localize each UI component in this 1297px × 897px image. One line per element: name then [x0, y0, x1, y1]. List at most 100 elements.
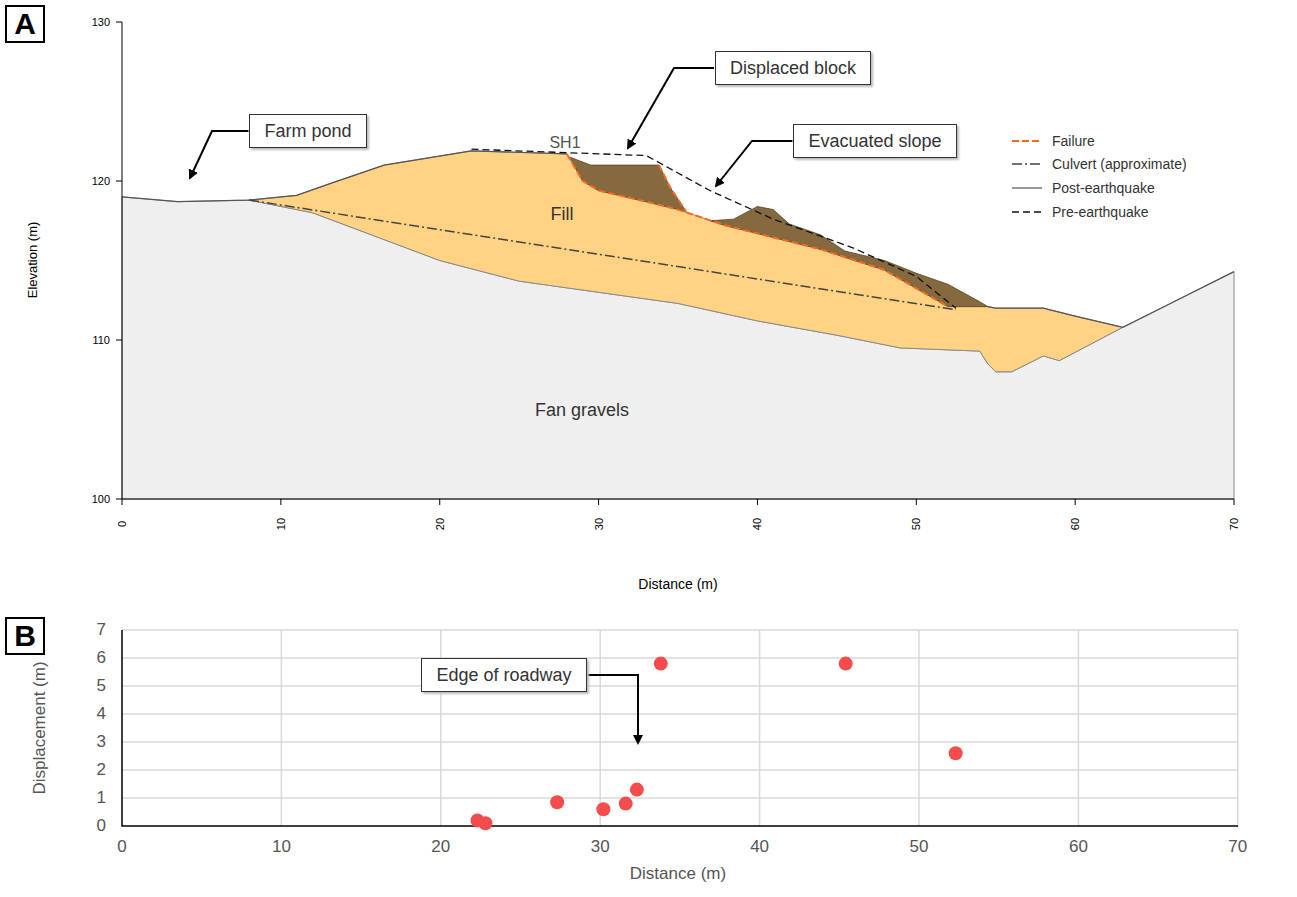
callout-text: Edge of roadway	[436, 665, 571, 686]
tick-label: 40	[750, 837, 769, 857]
legend-sample	[1012, 163, 1042, 165]
tick-label: 7	[97, 620, 106, 640]
callout-text: Displaced block	[730, 58, 856, 79]
callout-box: Evacuated slope	[793, 124, 956, 159]
legend-text: Pre-earthquake	[1052, 204, 1149, 220]
grid-line	[1078, 630, 1080, 826]
displaced-block	[710, 206, 988, 306]
data-point	[654, 657, 668, 671]
grid-line	[122, 629, 1238, 631]
tick-mark	[280, 499, 281, 505]
pre-earthquake-line	[471, 149, 956, 308]
tick-mark	[1075, 499, 1076, 505]
data-point	[619, 797, 633, 811]
leader-line	[628, 68, 714, 148]
axis-title: Distance (m)	[630, 864, 726, 884]
grid-line	[122, 797, 1238, 799]
failure-line	[659, 165, 686, 211]
axis-title: Elevation (m)	[26, 222, 41, 299]
data-point	[630, 783, 644, 797]
data-point	[596, 802, 610, 816]
displacement-chart	[122, 630, 1238, 830]
tick-label: 110	[92, 334, 110, 347]
tick-label: 0	[97, 816, 106, 836]
axis-title: Displacement (m)	[30, 661, 50, 794]
tick-label: 0	[116, 521, 129, 527]
grid-line	[122, 713, 1238, 715]
callout-box: Displaced block	[715, 51, 871, 86]
tick-label: 50	[910, 518, 923, 530]
panel-label: B	[5, 617, 45, 656]
data-point	[839, 657, 853, 671]
grid-line	[759, 630, 761, 826]
tick-label: 5	[97, 676, 106, 696]
tick-label: 6	[97, 648, 106, 668]
tick-mark	[1234, 499, 1235, 505]
tick-label: 4	[97, 704, 106, 724]
leader-line	[190, 131, 248, 178]
post-earthquake-line	[122, 151, 567, 202]
leader-line	[716, 141, 792, 186]
tick-mark	[116, 340, 122, 341]
callout-text: Evacuated slope	[808, 131, 941, 152]
axis-line	[122, 22, 1234, 499]
layer-label: Fill	[551, 204, 574, 225]
legend-sample	[1012, 211, 1042, 212]
tick-label: 2	[97, 760, 106, 780]
tick-label: 70	[1228, 837, 1247, 857]
legend-text: Post-earthquake	[1052, 180, 1155, 196]
displaced-block	[570, 157, 686, 211]
tick-label: 20	[433, 518, 446, 530]
callout-box: Farm pond	[249, 114, 366, 149]
tick-mark	[598, 499, 599, 505]
tick-label: 130	[92, 16, 110, 29]
grid-line	[918, 630, 920, 826]
tick-label: 40	[751, 518, 764, 530]
tick-label: 20	[431, 837, 450, 857]
tick-label: 10	[275, 518, 288, 530]
legend-sample	[1012, 187, 1042, 188]
tick-label: 30	[591, 837, 610, 857]
callout-text: A	[14, 7, 36, 42]
legend-text: Culvert (approximate)	[1052, 156, 1187, 172]
layer-label: Fan gravels	[535, 400, 629, 421]
grid-line	[599, 630, 601, 826]
cross-section	[116, 22, 1234, 505]
panel-label: A	[5, 5, 45, 44]
legend-sample	[1012, 140, 1042, 142]
culvert-line	[249, 200, 956, 310]
tick-mark	[757, 499, 758, 505]
tick-label: 60	[1069, 837, 1088, 857]
tick-label: 0	[117, 837, 126, 857]
fill-body	[249, 151, 1123, 372]
post-earthquake-line	[988, 272, 1234, 328]
grid-line	[122, 657, 1238, 659]
grid-line	[122, 769, 1238, 771]
tick-label: 30	[592, 518, 605, 530]
leader-line	[588, 675, 638, 743]
grid-line	[122, 741, 1238, 743]
callout-box: Edge of roadway	[421, 658, 586, 693]
tick-label: 1	[97, 788, 106, 808]
axis-title: Distance (m)	[638, 576, 717, 592]
tick-label: 70	[1228, 518, 1241, 530]
grid-line	[1237, 630, 1239, 826]
axis-line	[122, 630, 1238, 826]
callout-text: Farm pond	[264, 121, 351, 142]
grid-line	[122, 685, 1238, 687]
data-point	[550, 795, 564, 809]
tick-label: 120	[92, 175, 110, 188]
tick-label: 10	[272, 837, 291, 857]
failure-line	[567, 154, 948, 307]
callout-text: B	[14, 619, 36, 654]
tick-label: 50	[910, 837, 929, 857]
tick-label: 100	[92, 493, 110, 506]
road-label: SH1	[549, 134, 580, 152]
data-point	[478, 816, 492, 830]
data-point	[949, 746, 963, 760]
tick-mark	[122, 499, 123, 505]
grid-line	[281, 630, 283, 826]
tick-mark	[916, 499, 917, 505]
